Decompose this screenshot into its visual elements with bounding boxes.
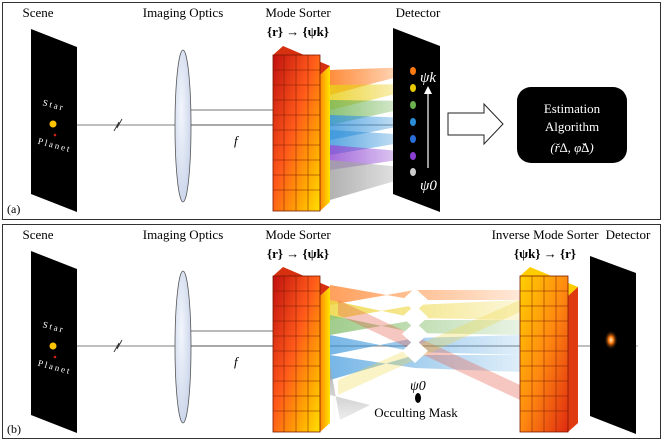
scene-screen-a	[31, 29, 77, 212]
estimation-line2: Algorithm	[545, 119, 599, 134]
axis-break-a	[113, 118, 123, 132]
panel-b-frame	[2, 224, 661, 439]
flow-arrow-a	[447, 102, 504, 146]
sorter-label-a: Mode Sorter	[265, 5, 331, 20]
inverse-label-b: Inverse Mode Sorter	[492, 227, 600, 242]
detector-spots-a	[410, 67, 416, 176]
sorter-math-a: {r} → {ψk}	[267, 24, 329, 39]
estimation-line1: Estimation	[544, 101, 601, 116]
star-dot-b	[49, 342, 57, 350]
inverse-mode-sorter	[519, 267, 578, 433]
sorter-label-b: Mode Sorter	[265, 227, 331, 242]
mask-diamonds	[402, 288, 428, 363]
axis-break-b	[113, 339, 123, 353]
lens-a	[174, 49, 192, 203]
sorter-math-b: {r} → {ψk}	[267, 246, 329, 261]
optics-label-b: Imaging Optics	[143, 227, 224, 242]
occulting-mask	[415, 393, 421, 403]
star-dot-a	[49, 120, 57, 128]
detector-arrowhead-a	[424, 86, 432, 94]
planet-dot-b	[53, 355, 57, 359]
psi-top-a: ψk	[420, 70, 436, 86]
estimation-box	[517, 87, 627, 163]
panel-a-frame	[2, 2, 661, 220]
focal-label-b: f	[234, 354, 240, 369]
estimation-line3: (ř∆, φ̌∆)	[550, 140, 593, 155]
focal-label-a: f	[234, 133, 240, 148]
planet-dot-a	[53, 133, 57, 137]
detector-label-b: Detector	[606, 227, 651, 242]
psi-label-b: ψ0	[410, 379, 426, 394]
mode-sorter-a	[272, 46, 330, 212]
detector-psf-b	[604, 330, 618, 350]
scene-screen-b	[31, 251, 77, 433]
beams-a	[330, 67, 412, 200]
scene-label-a: Scene	[22, 5, 53, 20]
mode-sorter-b	[272, 267, 330, 433]
inverse-math-b: {ψk} → {r}	[514, 246, 576, 261]
panel-b-tag: (b)	[7, 422, 21, 436]
lens-b	[174, 270, 192, 424]
beams-b	[330, 285, 520, 420]
psi-bottom-a: ψ0	[420, 178, 437, 194]
panel-a-tag: (a)	[7, 202, 20, 216]
mask-label-b: Occulting Mask	[374, 405, 458, 420]
detector-label-a: Detector	[396, 5, 441, 20]
optics-label-a: Imaging Optics	[143, 5, 224, 20]
scene-label-b: Scene	[22, 227, 53, 242]
